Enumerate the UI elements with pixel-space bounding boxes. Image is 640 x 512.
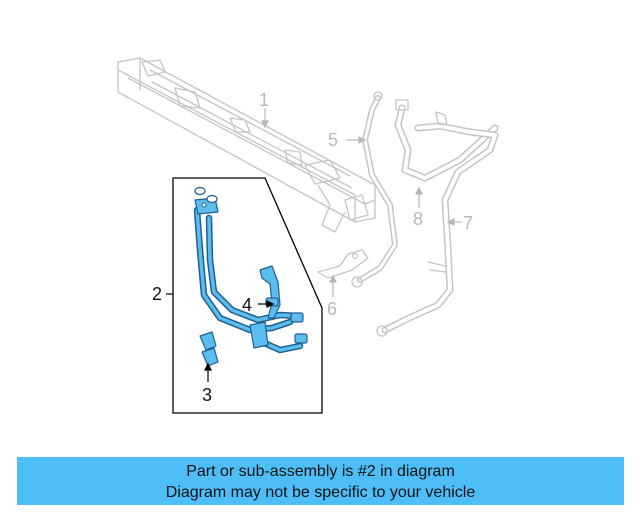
parts-diagram xyxy=(117,57,499,414)
bracket-part-4 xyxy=(259,265,281,319)
hose-part-8 xyxy=(394,99,499,182)
callout-2: 2 xyxy=(152,284,163,304)
hose-part-5 xyxy=(351,91,398,288)
radiator-support-assembly xyxy=(117,57,376,233)
callout-7: 7 xyxy=(463,213,474,233)
callout-3: 3 xyxy=(202,385,213,405)
cooler-lines-part-2 xyxy=(193,186,308,354)
callout-6: 6 xyxy=(327,299,338,319)
banner-line-2: Diagram may not be specific to your vehi… xyxy=(165,484,476,501)
hose-part-7 xyxy=(376,111,499,337)
callout-1: 1 xyxy=(259,90,270,110)
bracket-part-6 xyxy=(317,249,369,279)
callout-8: 8 xyxy=(413,209,424,229)
callout-4: 4 xyxy=(242,295,253,315)
notice-banner: Part or sub-assembly is #2 in diagram Di… xyxy=(17,457,624,505)
detail-frame xyxy=(172,177,323,414)
clamp-part-3 xyxy=(199,331,219,367)
banner-line-1: Part or sub-assembly is #2 in diagram xyxy=(186,463,455,480)
callout-5: 5 xyxy=(328,130,339,150)
leader-lines xyxy=(166,108,462,382)
